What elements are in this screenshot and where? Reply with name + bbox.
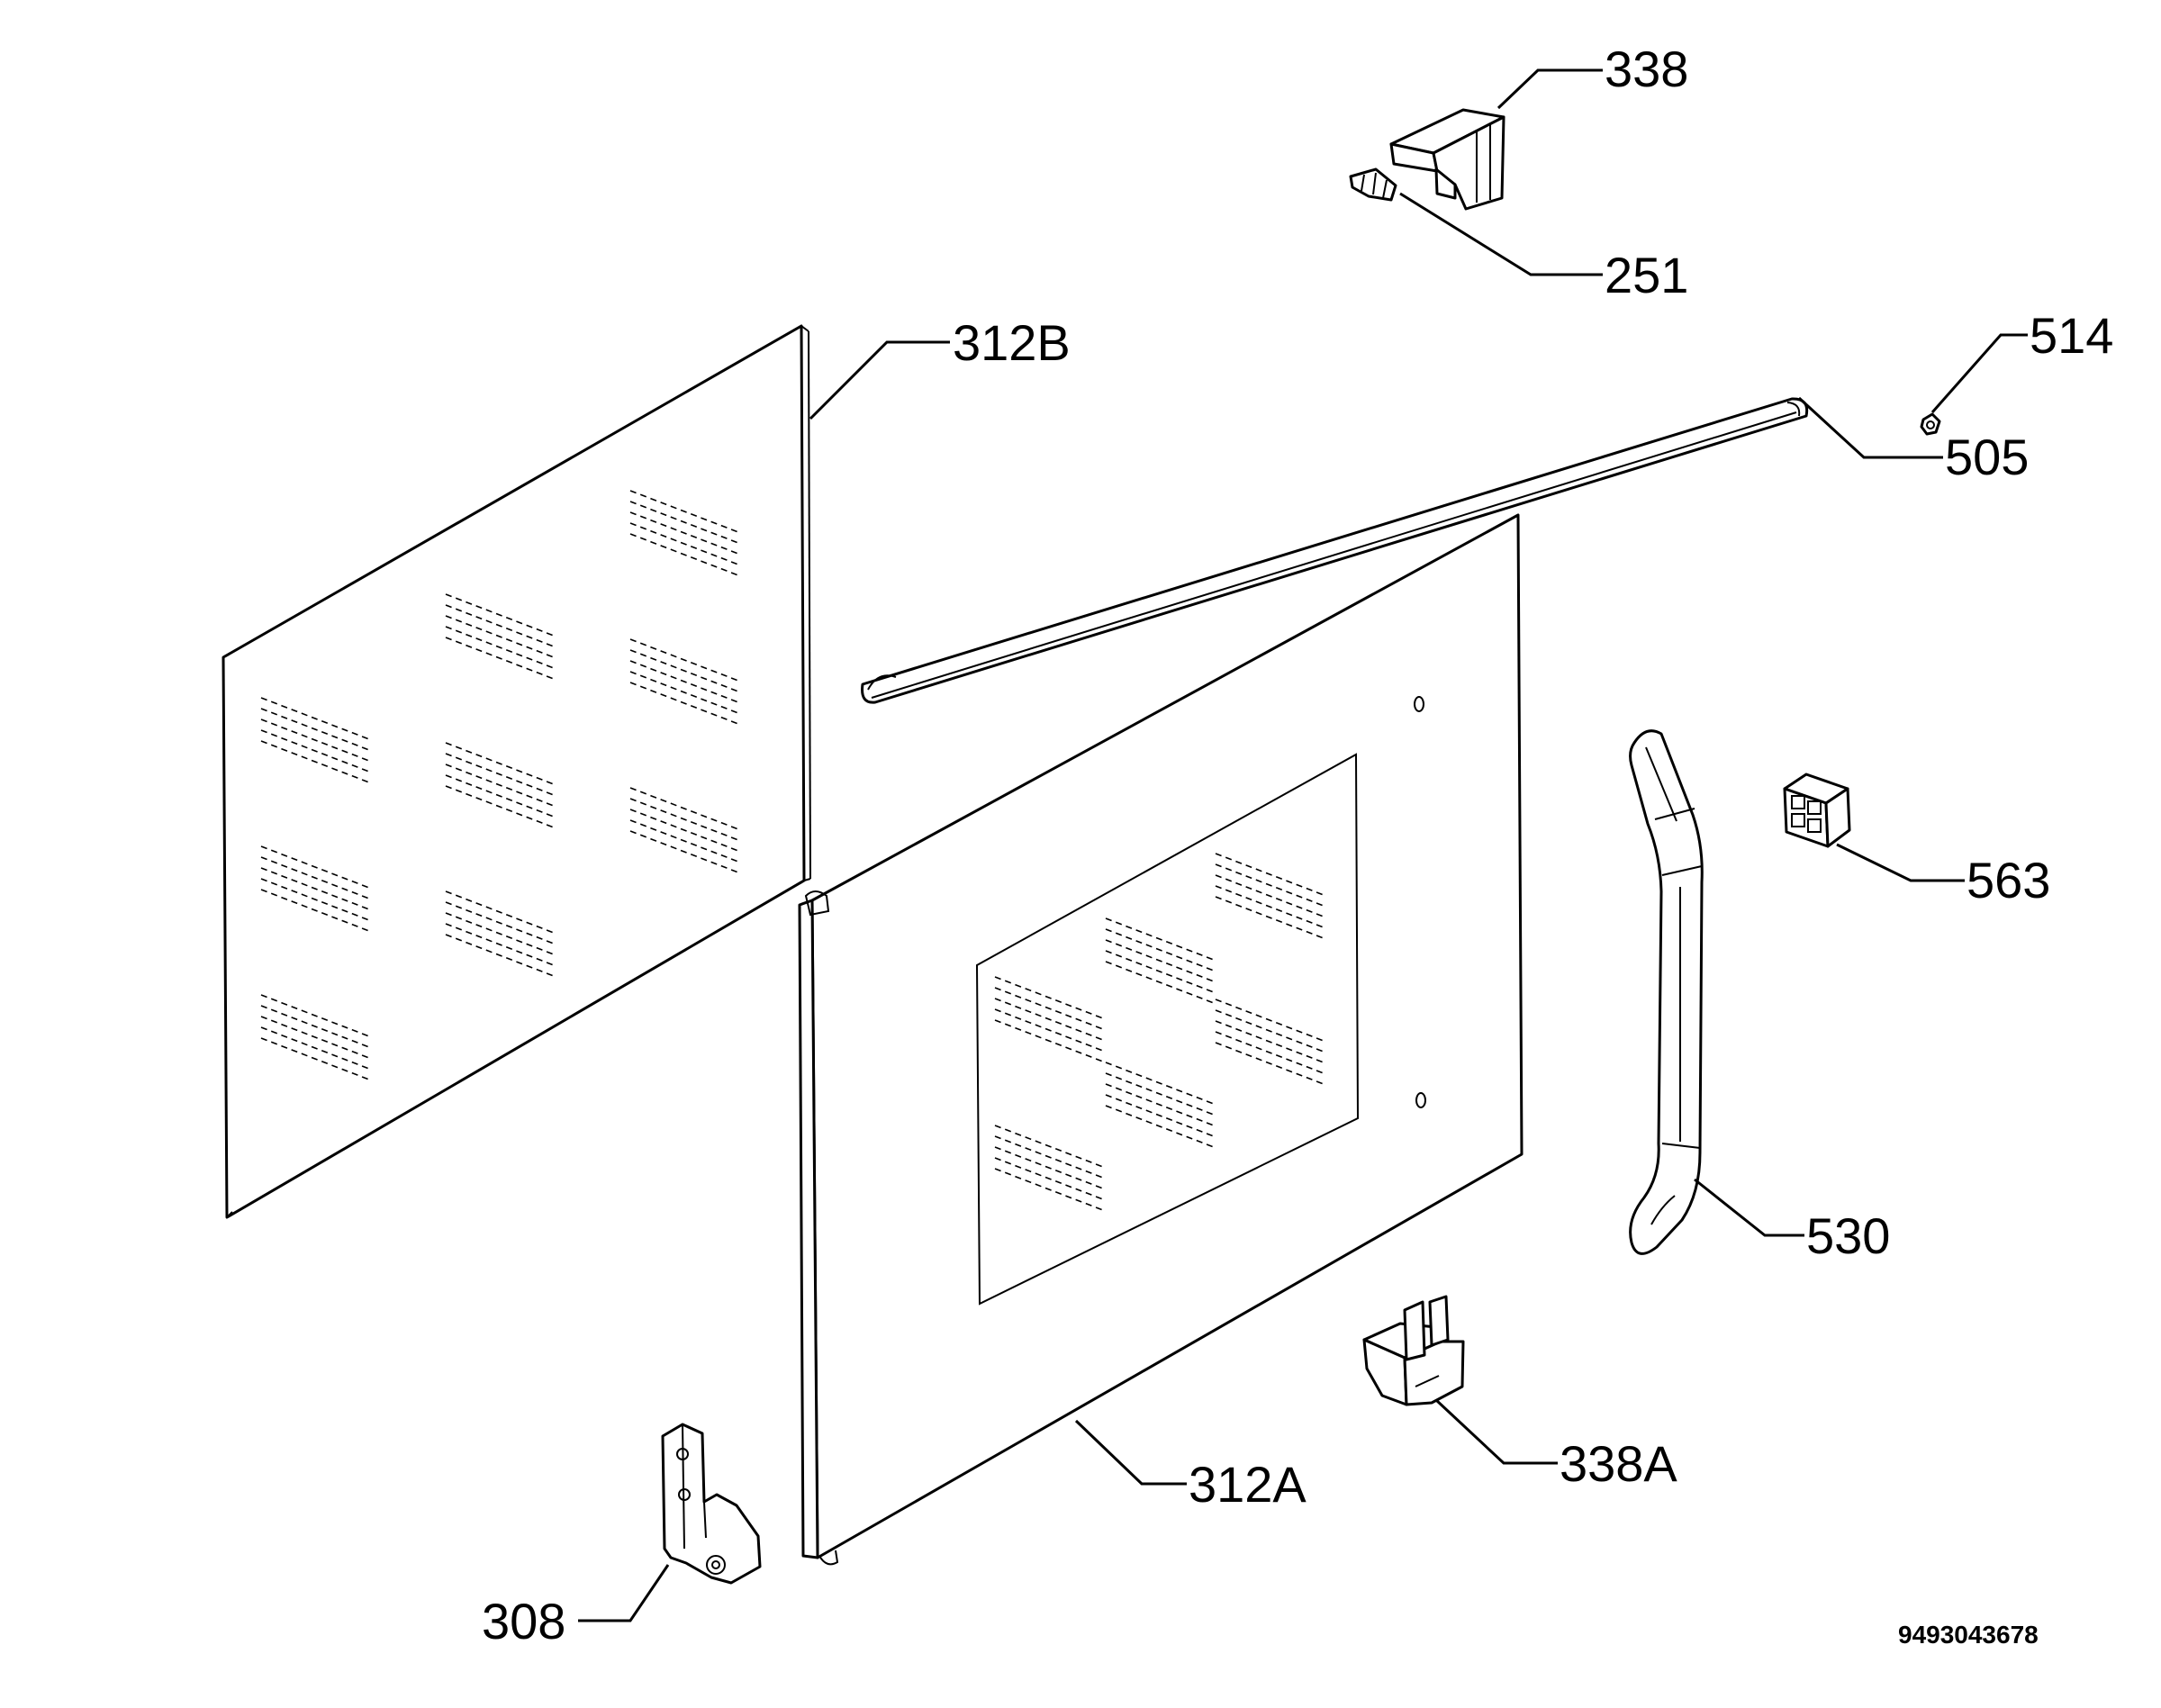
door-handle xyxy=(1629,729,1704,1255)
leader-lines xyxy=(578,68,2028,1622)
label-338A: 338A xyxy=(1560,1435,1677,1492)
leader-338 xyxy=(1496,68,1603,110)
small-clip xyxy=(1349,167,1397,202)
label-338: 338 xyxy=(1605,41,1688,97)
lower-end-cap xyxy=(1362,1295,1465,1406)
inner-glass-panel xyxy=(222,324,811,1219)
leader-312B xyxy=(809,340,950,420)
label-505: 505 xyxy=(1945,429,2029,485)
leader-563 xyxy=(1836,843,1965,882)
leader-308 xyxy=(578,1564,670,1622)
part-labels: 338 251 312B 514 505 563 530 312A 338A 3… xyxy=(482,41,2113,1649)
hinge-bracket xyxy=(661,1423,762,1585)
label-514: 514 xyxy=(2030,307,2113,364)
upper-end-cap xyxy=(1389,108,1505,211)
leader-505 xyxy=(1797,396,1943,459)
label-312B: 312B xyxy=(953,314,1071,371)
label-563: 563 xyxy=(1967,852,2050,908)
leader-312A xyxy=(1074,1419,1187,1486)
leader-338A xyxy=(1434,1398,1558,1465)
label-251: 251 xyxy=(1605,247,1688,303)
label-312A: 312A xyxy=(1189,1456,1307,1513)
leader-251 xyxy=(1399,192,1603,276)
outer-door-glass xyxy=(798,513,1524,1566)
label-530: 530 xyxy=(1806,1207,1890,1264)
label-308: 308 xyxy=(482,1593,565,1649)
connector-block xyxy=(1783,773,1851,848)
small-nut xyxy=(1920,412,1941,436)
document-number: 9493043678 xyxy=(1898,1621,2039,1649)
leader-514 xyxy=(1930,333,2028,413)
top-trim-profile xyxy=(861,397,1809,704)
leader-530 xyxy=(1694,1178,1804,1237)
